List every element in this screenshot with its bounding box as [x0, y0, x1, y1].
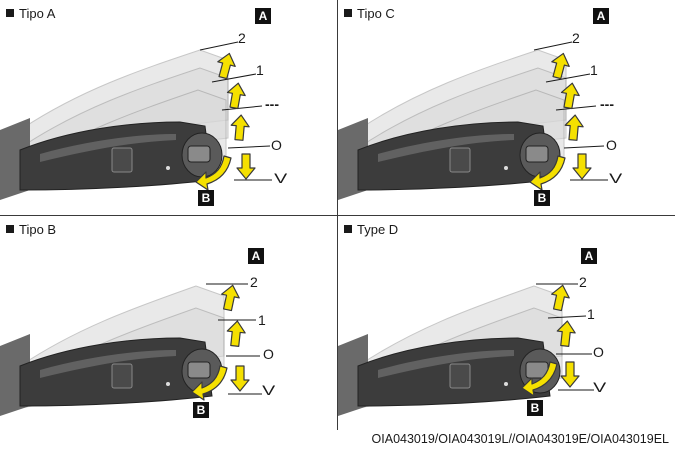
wiper-stalk-illustration [338, 283, 594, 416]
up-arrow-icon [230, 114, 250, 141]
badge-b: B [198, 190, 214, 206]
panel-title: Tipo B [6, 222, 56, 237]
label-position-off: O [271, 137, 282, 153]
panel-title: Tipo C [344, 6, 395, 21]
mist-arrow-icon [195, 155, 232, 191]
bullet-square-icon [344, 9, 352, 17]
panel-title-text: Tipo C [357, 6, 395, 21]
leader-line [563, 145, 605, 149]
label-position-2: 2 [250, 274, 258, 290]
up-arrow-icon [556, 320, 576, 347]
panel-tipo-c: Tipo C A B 2 1 --- O V [338, 0, 675, 215]
stalk-highlight [378, 134, 514, 162]
label-position-v: V [593, 379, 607, 395]
wiper-symbol-icon [187, 145, 211, 163]
panel-title-text: Tipo B [19, 222, 57, 237]
mist-arrow-icon [529, 155, 566, 191]
up-arrow-icon [226, 82, 246, 110]
label-position-v: V [262, 382, 276, 398]
badge-a: A [255, 8, 271, 24]
label-position-off: O [606, 137, 617, 153]
intermittent-ring [449, 147, 471, 173]
label-position-2: 2 [572, 30, 580, 46]
leader-line [221, 105, 263, 111]
panel-title: Tipo A [6, 6, 55, 21]
label-position-1: 1 [590, 62, 598, 78]
bullet-square-icon [6, 9, 14, 17]
panel-title-text: Type D [357, 222, 399, 237]
panel-type-d: Type D A B 2 1 O V [338, 216, 675, 431]
mist-arrow-icon [191, 365, 228, 401]
mist-arrow-icon [521, 361, 558, 397]
down-arrow-icon [236, 153, 256, 180]
badge-a: A [248, 248, 264, 264]
label-position-v: V [274, 170, 288, 186]
stalk-group [0, 41, 272, 200]
dot-marker [166, 166, 170, 170]
badge-b: B [193, 402, 209, 418]
dot-marker [166, 382, 170, 386]
leader-line [547, 315, 587, 319]
stalk-group [0, 283, 262, 416]
down-arrow-icon [230, 365, 250, 392]
bullet-square-icon [6, 225, 14, 233]
label-position-dash: --- [600, 96, 614, 112]
badge-b: B [534, 190, 550, 206]
label-position-1: 1 [587, 306, 595, 322]
label-position-2: 2 [579, 274, 587, 290]
intermittent-ring [111, 147, 133, 173]
up-arrow-icon [560, 82, 580, 110]
badge-a: A [593, 8, 609, 24]
wiper-symbol-icon [525, 145, 549, 163]
panel-tipo-b: Tipo B A B 2 1 O V [0, 216, 337, 431]
bullet-square-icon [344, 225, 352, 233]
label-position-1: 1 [256, 62, 264, 78]
dot-marker [504, 166, 508, 170]
label-position-off: O [263, 346, 274, 362]
down-arrow-icon [560, 361, 580, 388]
stalk-highlight [378, 350, 514, 378]
badge-b: B [527, 400, 543, 416]
stalk-highlight [40, 134, 176, 162]
leader-line [211, 73, 257, 83]
intermittent-ring [449, 363, 471, 389]
leader-line [555, 105, 597, 111]
label-position-off: O [593, 344, 604, 360]
stalk-group [338, 283, 594, 416]
dot-marker [504, 382, 508, 386]
horizontal-divider [0, 215, 675, 216]
wiper-symbol-icon [187, 361, 211, 379]
up-arrow-icon [226, 320, 246, 347]
stalk-highlight [40, 350, 176, 378]
leader-line [199, 41, 239, 51]
down-arrow-icon [572, 153, 592, 180]
panel-title-text: Tipo A [19, 6, 56, 21]
label-position-2: 2 [238, 30, 246, 46]
up-arrow-icon [551, 284, 570, 312]
leader-line [545, 73, 591, 83]
label-position-dash: --- [265, 96, 279, 112]
up-arrow-icon [221, 284, 240, 312]
wiper-stalk-illustration [0, 283, 262, 416]
leader-line [227, 145, 271, 149]
stalk-group [338, 41, 608, 200]
panel-tipo-a: Tipo A A B 2 1 --- O V [0, 0, 337, 215]
up-arrow-icon [551, 52, 570, 80]
up-arrow-icon [217, 52, 236, 80]
badge-a: A [581, 248, 597, 264]
panel-title: Type D [344, 222, 398, 237]
leader-line [533, 41, 573, 51]
wiper-stalk-illustration [338, 41, 608, 200]
label-position-1: 1 [258, 312, 266, 328]
label-position-v: V [609, 170, 623, 186]
wiper-stalk-illustration [0, 41, 272, 200]
figure-code: OIA043019/OIA043019L//OIA043019E/OIA0430… [371, 432, 669, 446]
up-arrow-icon [564, 114, 584, 141]
intermittent-ring [111, 363, 133, 389]
